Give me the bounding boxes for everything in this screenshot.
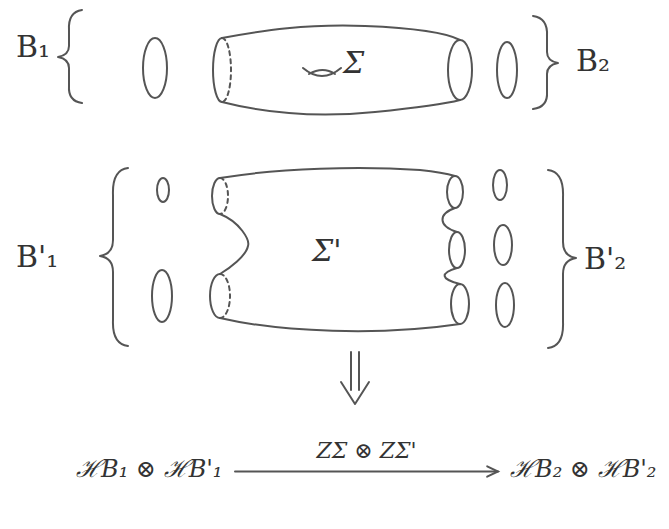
surface-line (448, 40, 472, 100)
formula-text: ℋB₂ ⊗ ℋB'₂ (510, 456, 656, 482)
surface-line (220, 318, 460, 331)
formula-text: ℋB₁ ⊗ ℋB'₁ (76, 456, 222, 482)
surface-line (222, 100, 460, 115)
arrow-head (487, 466, 498, 476)
boundary-circle (143, 38, 167, 98)
boundary-label: B'₂ (584, 242, 626, 275)
boundary-circle (497, 42, 517, 98)
surface-line (222, 38, 231, 102)
surface-line (309, 70, 335, 74)
surface-name: Σ' (312, 234, 341, 267)
brace (58, 10, 82, 103)
surface-outline (205, 18, 475, 133)
surface-line (222, 26, 460, 40)
surface-line (445, 268, 460, 284)
map-label: ZΣ ⊗ ZΣ' (314, 439, 418, 463)
boundary-circle (493, 170, 507, 200)
arrow-shaft (235, 471, 498, 473)
surface-line (220, 168, 455, 178)
surface-line (303, 68, 341, 76)
surface-line (442, 208, 457, 232)
surface-line (210, 274, 220, 318)
surface-name: Σ (343, 46, 364, 79)
map-arrow (235, 466, 498, 476)
surface-line (220, 178, 228, 214)
surface-line (447, 176, 463, 208)
boundary-circle (152, 270, 172, 322)
boundary-label: B₁ (16, 30, 50, 63)
implies-arrow (341, 352, 369, 404)
boundary-circle (496, 283, 514, 327)
surface-line (212, 178, 220, 214)
surface-line (451, 284, 469, 324)
hilbert-space: ℋB₂ ⊗ ℋB'₂ (504, 452, 663, 487)
surface-line (213, 38, 222, 102)
surface: Σ' (200, 160, 480, 340)
surface-line (449, 232, 465, 268)
surface-line (220, 214, 248, 274)
brace (100, 168, 128, 346)
brace (533, 16, 558, 109)
boundary-label: B₂ (576, 44, 610, 77)
boundary-circle (494, 225, 512, 265)
brace (548, 170, 576, 348)
boundary-label: B'₁ (16, 240, 58, 273)
surface: Σ (205, 18, 475, 133)
boundary-circle (157, 178, 169, 202)
hilbert-space: ℋB₁ ⊗ ℋB'₁ (70, 452, 229, 487)
surface-line (220, 274, 230, 318)
